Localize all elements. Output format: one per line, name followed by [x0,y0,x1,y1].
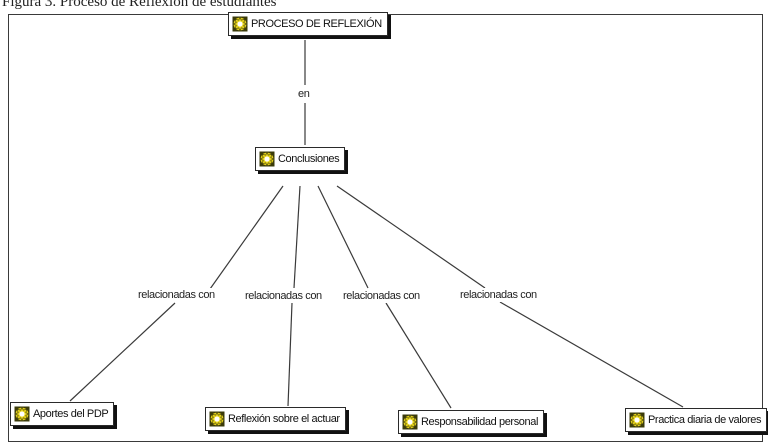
concept-node-icon [629,412,645,428]
concept-node-icon [259,151,275,167]
concept-node-icon [402,414,418,430]
concept-node-icon [232,16,248,32]
node-responsabilidad-personal[interactable]: Responsabilidad personal [398,410,544,434]
connector-rel2-reflexion [287,302,293,407]
node-label: Responsabilidad personal [421,416,538,428]
node-label: Aportes del PDP [33,408,109,420]
node-aportes-del-pdp[interactable]: Aportes del PDP [10,402,115,426]
link-label-relacionadas-con: relacionadas con [244,289,323,303]
node-reflexion-sobre-el-actuar[interactable]: Reflexión sobre el actuar [205,407,346,431]
concept-node-icon [209,411,225,427]
node-label: Reflexión sobre el actuar [228,413,340,425]
connector-conclusiones-rel2 [293,185,301,289]
connector-rel4-practica [499,301,684,408]
link-label-en: en [297,87,311,101]
connector-conclusiones-rel3 [317,185,369,289]
node-label: PROCESO DE REFLEXIÓN [251,18,382,30]
link-label-relacionadas-con: relacionadas con [342,289,421,303]
node-label: Conclusiones [278,153,340,165]
node-conclusiones[interactable]: Conclusiones [255,147,346,171]
connector-rel3-responsabilidad [385,302,452,409]
concept-map-canvas [8,14,763,442]
connector-conclusiones-rel1 [209,185,284,290]
node-practica-diaria-de-valores[interactable]: Practica diaria de valores [625,408,768,432]
connector-conclusiones-rel4 [336,185,486,289]
connector-rel1-aportes [69,302,176,402]
link-label-relacionadas-con: relacionadas con [137,288,216,302]
node-proceso-de-reflexion[interactable]: PROCESO DE REFLEXIÓN [228,12,388,36]
node-label: Practica diaria de valores [648,414,762,426]
concept-node-icon [14,406,30,422]
figure-caption: Figura 3. Proceso de Reflexion de estudi… [2,0,277,10]
link-label-relacionadas-con: relacionadas con [459,288,538,302]
